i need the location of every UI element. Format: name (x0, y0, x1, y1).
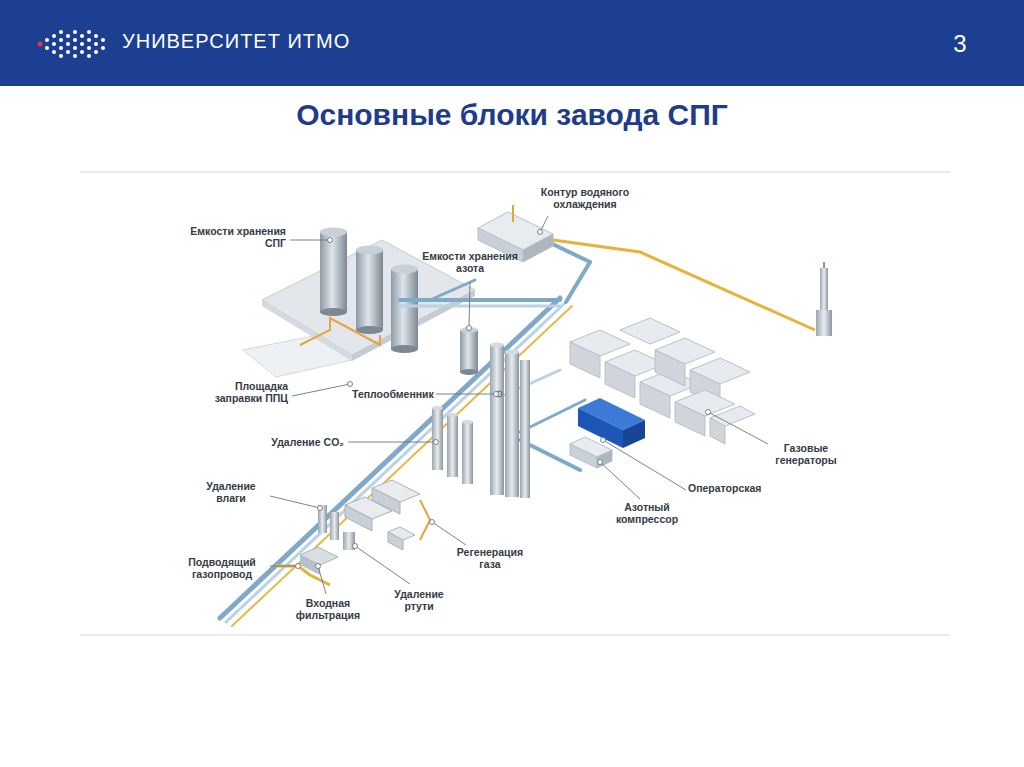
pipe (300, 318, 380, 345)
flare-tower (816, 262, 832, 336)
callout-label: Операторская (688, 482, 778, 494)
logo-accent (38, 42, 43, 47)
lng-tanks (320, 228, 418, 354)
leader-dots (296, 230, 711, 569)
slide-title: Основные блоки завода СПГ (0, 98, 1024, 132)
callout-label: Емкости хранения СПГ (190, 225, 286, 249)
page-number: 3 (930, 30, 990, 58)
callout-label: Газовые генераторы (764, 442, 848, 466)
pipe (420, 500, 430, 540)
callout-label: Подводящий газопровод (176, 556, 268, 580)
callout-label: Контур водяного охлаждения (525, 186, 645, 210)
inlet-equipment (300, 505, 355, 575)
callout-label: Азотный компрессор (602, 501, 692, 525)
leader-lines (270, 216, 768, 594)
nitrogen-tank (460, 327, 478, 375)
header-bar (0, 0, 1024, 86)
callout-label: Теплообменник (352, 388, 434, 400)
brand-name: УНИВЕРСИТЕТ ИТМО (122, 30, 422, 53)
callout-label: Удаление CO₂ (240, 436, 344, 448)
cold-box (490, 343, 530, 499)
callout-label: Удаление влаги (196, 480, 266, 504)
callout-label: Удаление ртути (384, 588, 454, 612)
pipe (553, 240, 815, 330)
separator-line (80, 634, 950, 636)
callout-label: Регенерация газа (446, 546, 534, 570)
separator-line (80, 171, 950, 173)
inlet-pipe (275, 566, 330, 585)
logo-dots (38, 30, 105, 58)
callout-label: Емкости хранения азота (418, 250, 522, 274)
gas-regeneration (345, 480, 420, 550)
callout-label: Площадка заправки ППЦ (186, 380, 288, 404)
pipe-rack (220, 238, 590, 626)
co2-columns (432, 406, 473, 484)
tank-platform-edge (262, 300, 352, 361)
callout-label: Входная фильтрация (286, 597, 370, 621)
